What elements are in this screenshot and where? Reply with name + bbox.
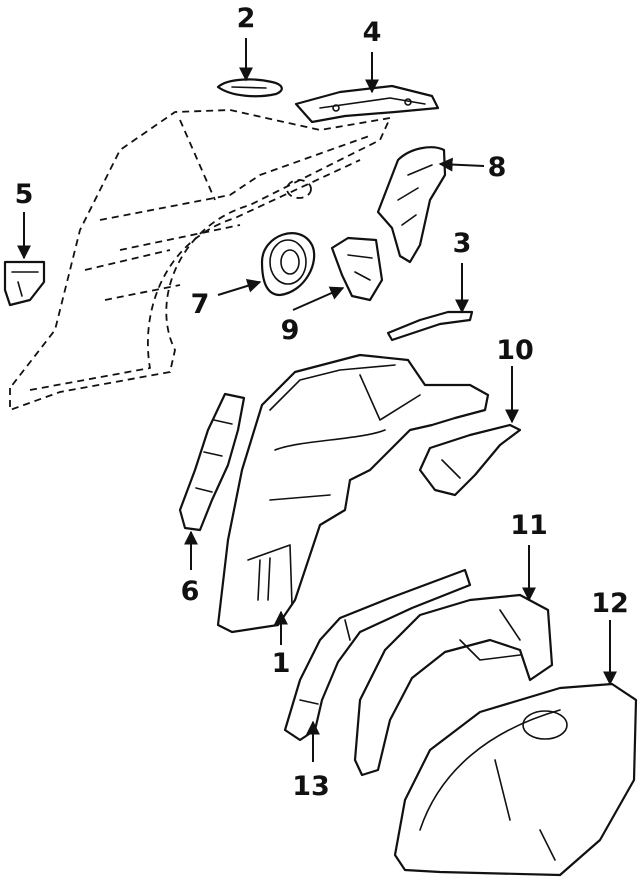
part-8-inner-panel xyxy=(376,146,447,264)
callout-10: 10 xyxy=(496,335,534,366)
leader-8 xyxy=(438,157,485,172)
callout-12: 12 xyxy=(591,588,629,619)
part-11-wheelhouse-inner xyxy=(353,593,554,777)
callout-9: 9 xyxy=(281,315,300,346)
callout-7: 7 xyxy=(191,289,210,320)
callout-5: 5 xyxy=(15,179,34,210)
callout-3: 3 xyxy=(453,228,472,259)
part-6-pillar-trim xyxy=(178,392,246,532)
quarter-panel-outline xyxy=(9,109,391,411)
callout-11: 11 xyxy=(510,510,548,541)
part-4-rail xyxy=(294,84,440,124)
callout-6: 6 xyxy=(181,576,200,607)
part-5-bracket xyxy=(3,260,46,307)
callout-4: 4 xyxy=(363,17,382,48)
leader-lines xyxy=(17,38,617,762)
part-9-bracket xyxy=(330,236,384,302)
leader-9 xyxy=(292,286,345,311)
callout-numbers: 2 4 5 8 3 7 9 10 6 1 11 12 13 xyxy=(15,3,629,802)
callout-1: 1 xyxy=(272,648,291,679)
callout-13: 13 xyxy=(292,771,330,802)
callout-2: 2 xyxy=(237,3,256,34)
callout-8: 8 xyxy=(488,152,507,183)
leader-7 xyxy=(217,279,262,296)
part-12-wheelhouse-outer xyxy=(393,682,638,877)
part-3-strip xyxy=(386,310,474,342)
part-10-bracket xyxy=(418,423,522,497)
part-2-reinforcement xyxy=(216,78,283,98)
part-1-inner-quarter-panel xyxy=(216,353,490,634)
part-7-fuel-pocket xyxy=(260,232,316,297)
